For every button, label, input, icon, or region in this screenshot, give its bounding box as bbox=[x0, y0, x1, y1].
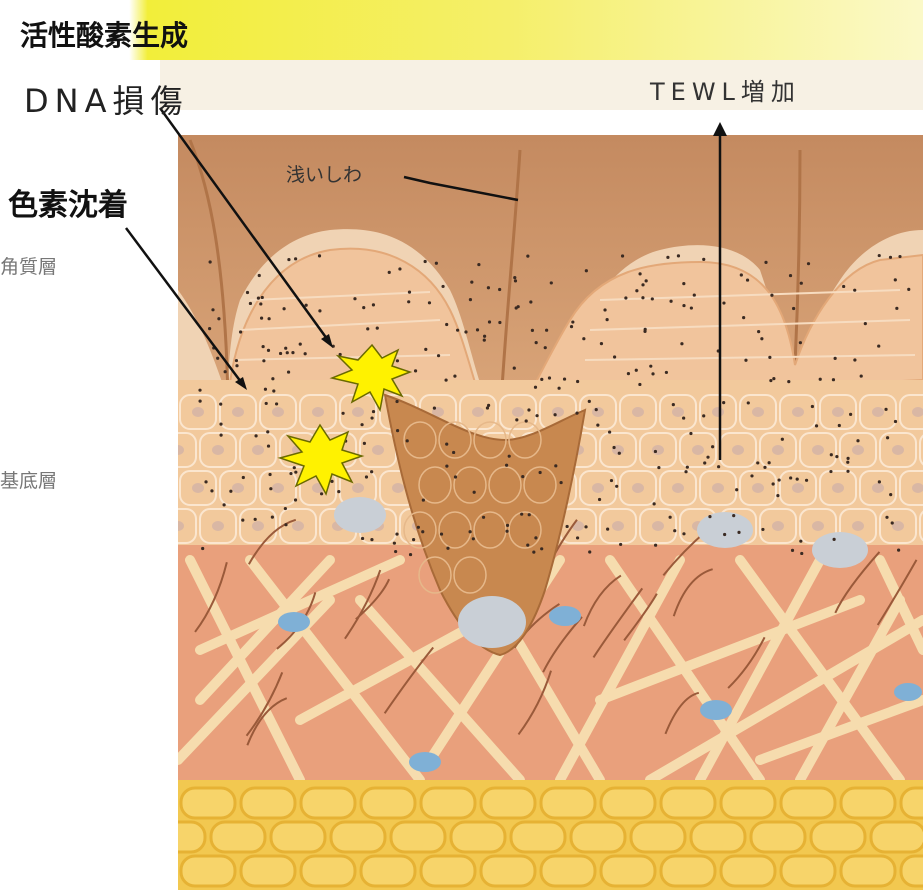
tewl-increase-label: TEWL増加 bbox=[650, 72, 801, 107]
melanin-cluster-right bbox=[697, 512, 753, 548]
melanin-cluster-center bbox=[458, 596, 526, 648]
title-reactive-oxygen: 活性酸素生成 bbox=[20, 14, 188, 54]
tewl-arrowhead bbox=[713, 122, 727, 136]
tewl-band bbox=[160, 60, 923, 110]
shallow-wrinkle-label: 浅いしわ bbox=[286, 160, 362, 187]
melanin-cluster-right-2 bbox=[812, 532, 868, 568]
melanin-cluster-left bbox=[334, 497, 386, 533]
dna-damage-label: DNA損傷 bbox=[24, 76, 188, 122]
stratum-corneum-label: 角質層 bbox=[0, 252, 57, 279]
pigmentation-label: 色素沈着 bbox=[8, 180, 128, 224]
basal-layer-label: 基底層 bbox=[0, 466, 57, 493]
